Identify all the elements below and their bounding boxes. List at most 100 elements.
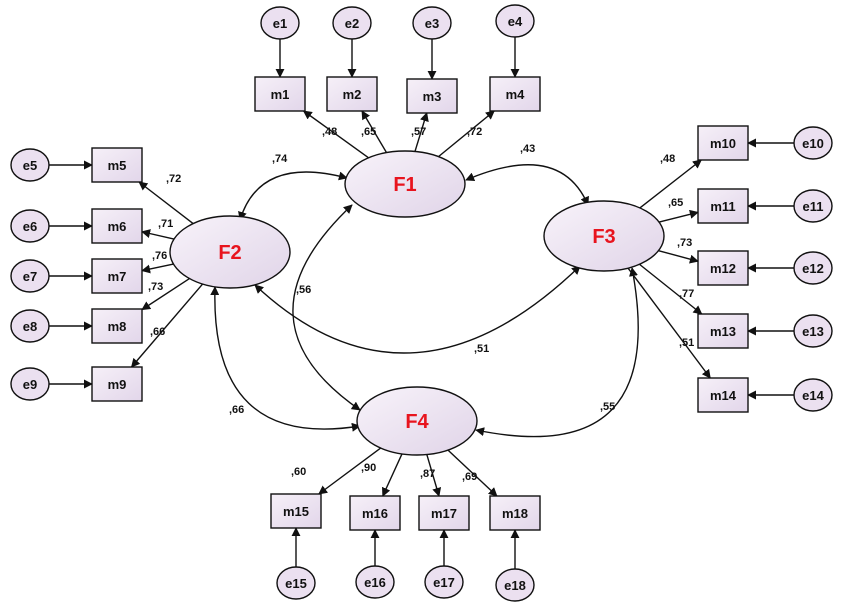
loading-label-m6: ,71	[158, 218, 173, 230]
error-circle-e4	[495, 4, 535, 38]
loading-arrow-m4	[438, 110, 495, 158]
correlation-label-f2-f3: ,51	[474, 343, 489, 355]
indicator-label-m15: m15	[283, 504, 309, 519]
error-label-e10: e10	[802, 136, 824, 151]
indicator-box-m1	[254, 76, 306, 112]
indicator-box-m13	[697, 313, 749, 349]
error-circle-e12	[793, 251, 833, 285]
factor-ellipse-f3	[543, 200, 665, 272]
indicator-box-m18	[489, 495, 541, 531]
error-circle-e6	[10, 209, 50, 243]
error-circle-e11	[793, 189, 833, 223]
indicator-label-m14: m14	[710, 388, 737, 403]
error-circle-e8	[10, 309, 50, 343]
loading-arrow-m18	[447, 449, 498, 497]
error-label-e8: e8	[23, 319, 37, 334]
indicator-box-m3	[406, 78, 458, 114]
correlation-label-f1-f2: ,74	[272, 153, 288, 165]
error-circle-e5	[10, 148, 50, 182]
error-circle-e15	[276, 566, 316, 600]
indicator-box-m4	[489, 76, 541, 112]
loading-label-m17: ,87	[420, 468, 435, 480]
factor-ellipse-f2	[169, 215, 291, 289]
indicator-box-m8	[91, 308, 143, 344]
loading-label-m14: ,51	[679, 337, 694, 349]
loading-arrow-m16	[382, 453, 403, 497]
loading-arrow-m12	[658, 249, 699, 264]
error-circle-e2	[332, 6, 372, 40]
loading-arrow-m5	[138, 181, 194, 225]
indicator-box-m11	[697, 188, 749, 224]
error-circle-e13	[793, 314, 833, 348]
loading-label-m12: ,73	[677, 237, 692, 249]
indicator-box-m17	[418, 495, 470, 531]
loading-arrow-m3	[414, 112, 429, 152]
error-circle-e17	[424, 565, 464, 599]
indicator-label-m10: m10	[710, 136, 736, 151]
loading-arrow-m13	[638, 263, 703, 315]
correlation-label-f1-f4: ,56	[296, 284, 311, 296]
factor-ellipse-f1	[344, 150, 466, 218]
indicator-box-m12	[697, 250, 749, 286]
error-circle-e16	[355, 565, 395, 599]
indicator-box-m10	[697, 125, 749, 161]
correlation-path-f2-f3	[254, 265, 581, 354]
indicator-box-m9	[91, 366, 143, 402]
error-circle-e14	[793, 378, 833, 412]
indicator-label-m18: m18	[502, 506, 528, 521]
error-label-e16: e16	[364, 575, 386, 590]
correlation-path-f1-f2	[238, 171, 348, 221]
indicator-label-m17: m17	[431, 506, 457, 521]
error-label-e7: e7	[23, 269, 37, 284]
correlation-path-f2-f4	[210, 286, 361, 432]
loading-label-m2: ,65	[361, 126, 376, 138]
error-label-e12: e12	[802, 261, 824, 276]
indicator-box-m6	[91, 208, 143, 244]
loading-arrow-m17	[426, 454, 442, 497]
error-label-e15: e15	[285, 576, 307, 591]
coefficients-layer: ,74,43,56,51,66,55,48,65,57,72,72,71,76,…	[148, 126, 694, 483]
loading-arrow-m15	[318, 447, 382, 495]
indicator-label-m7: m7	[108, 269, 127, 284]
factor-label-f4: F4	[405, 411, 429, 433]
loading-label-m9: ,66	[150, 326, 165, 338]
indicator-box-m14	[697, 377, 749, 413]
correlation-label-f3-f4: ,55	[600, 401, 615, 413]
error-label-e3: e3	[425, 16, 439, 31]
error-circle-e7	[10, 259, 50, 293]
indicator-box-m15	[270, 493, 322, 529]
loading-arrow-m11	[658, 209, 699, 223]
error-label-e11: e11	[803, 199, 824, 214]
loading-label-m10: ,48	[660, 153, 675, 165]
indicator-label-m11: m11	[710, 199, 735, 214]
loading-arrow-m9	[130, 283, 204, 368]
loading-label-m16: ,90	[361, 462, 376, 474]
loading-arrow-m7	[141, 263, 174, 274]
indicator-label-m6: m6	[108, 219, 127, 234]
loading-arrow-m10	[639, 159, 702, 209]
indicator-label-m9: m9	[108, 377, 127, 392]
loading-arrow-m14	[627, 267, 711, 379]
factor-label-f1: F1	[393, 174, 416, 196]
error-label-e2: e2	[345, 16, 359, 31]
loading-label-m18: ,69	[462, 471, 477, 483]
loading-arrow-m1	[302, 110, 369, 159]
error-label-e5: e5	[23, 158, 37, 173]
error-label-e4: e4	[508, 14, 523, 29]
loading-label-m7: ,76	[152, 250, 167, 262]
error-circle-e3	[412, 6, 452, 40]
indicator-box-m5	[91, 147, 143, 183]
loading-label-m5: ,72	[166, 173, 181, 185]
correlation-path-f3-f4	[475, 267, 639, 438]
indicator-label-m13: m13	[710, 324, 736, 339]
error-circle-e9	[10, 367, 50, 401]
indicator-box-m16	[349, 495, 401, 531]
error-label-e14: e14	[802, 388, 824, 403]
correlation-path-f1-f3	[465, 164, 589, 206]
indicator-label-m5: m5	[108, 158, 127, 173]
loading-label-m1: ,48	[322, 126, 337, 138]
error-label-e17: e17	[433, 575, 455, 590]
error-circle-e18	[495, 568, 535, 602]
